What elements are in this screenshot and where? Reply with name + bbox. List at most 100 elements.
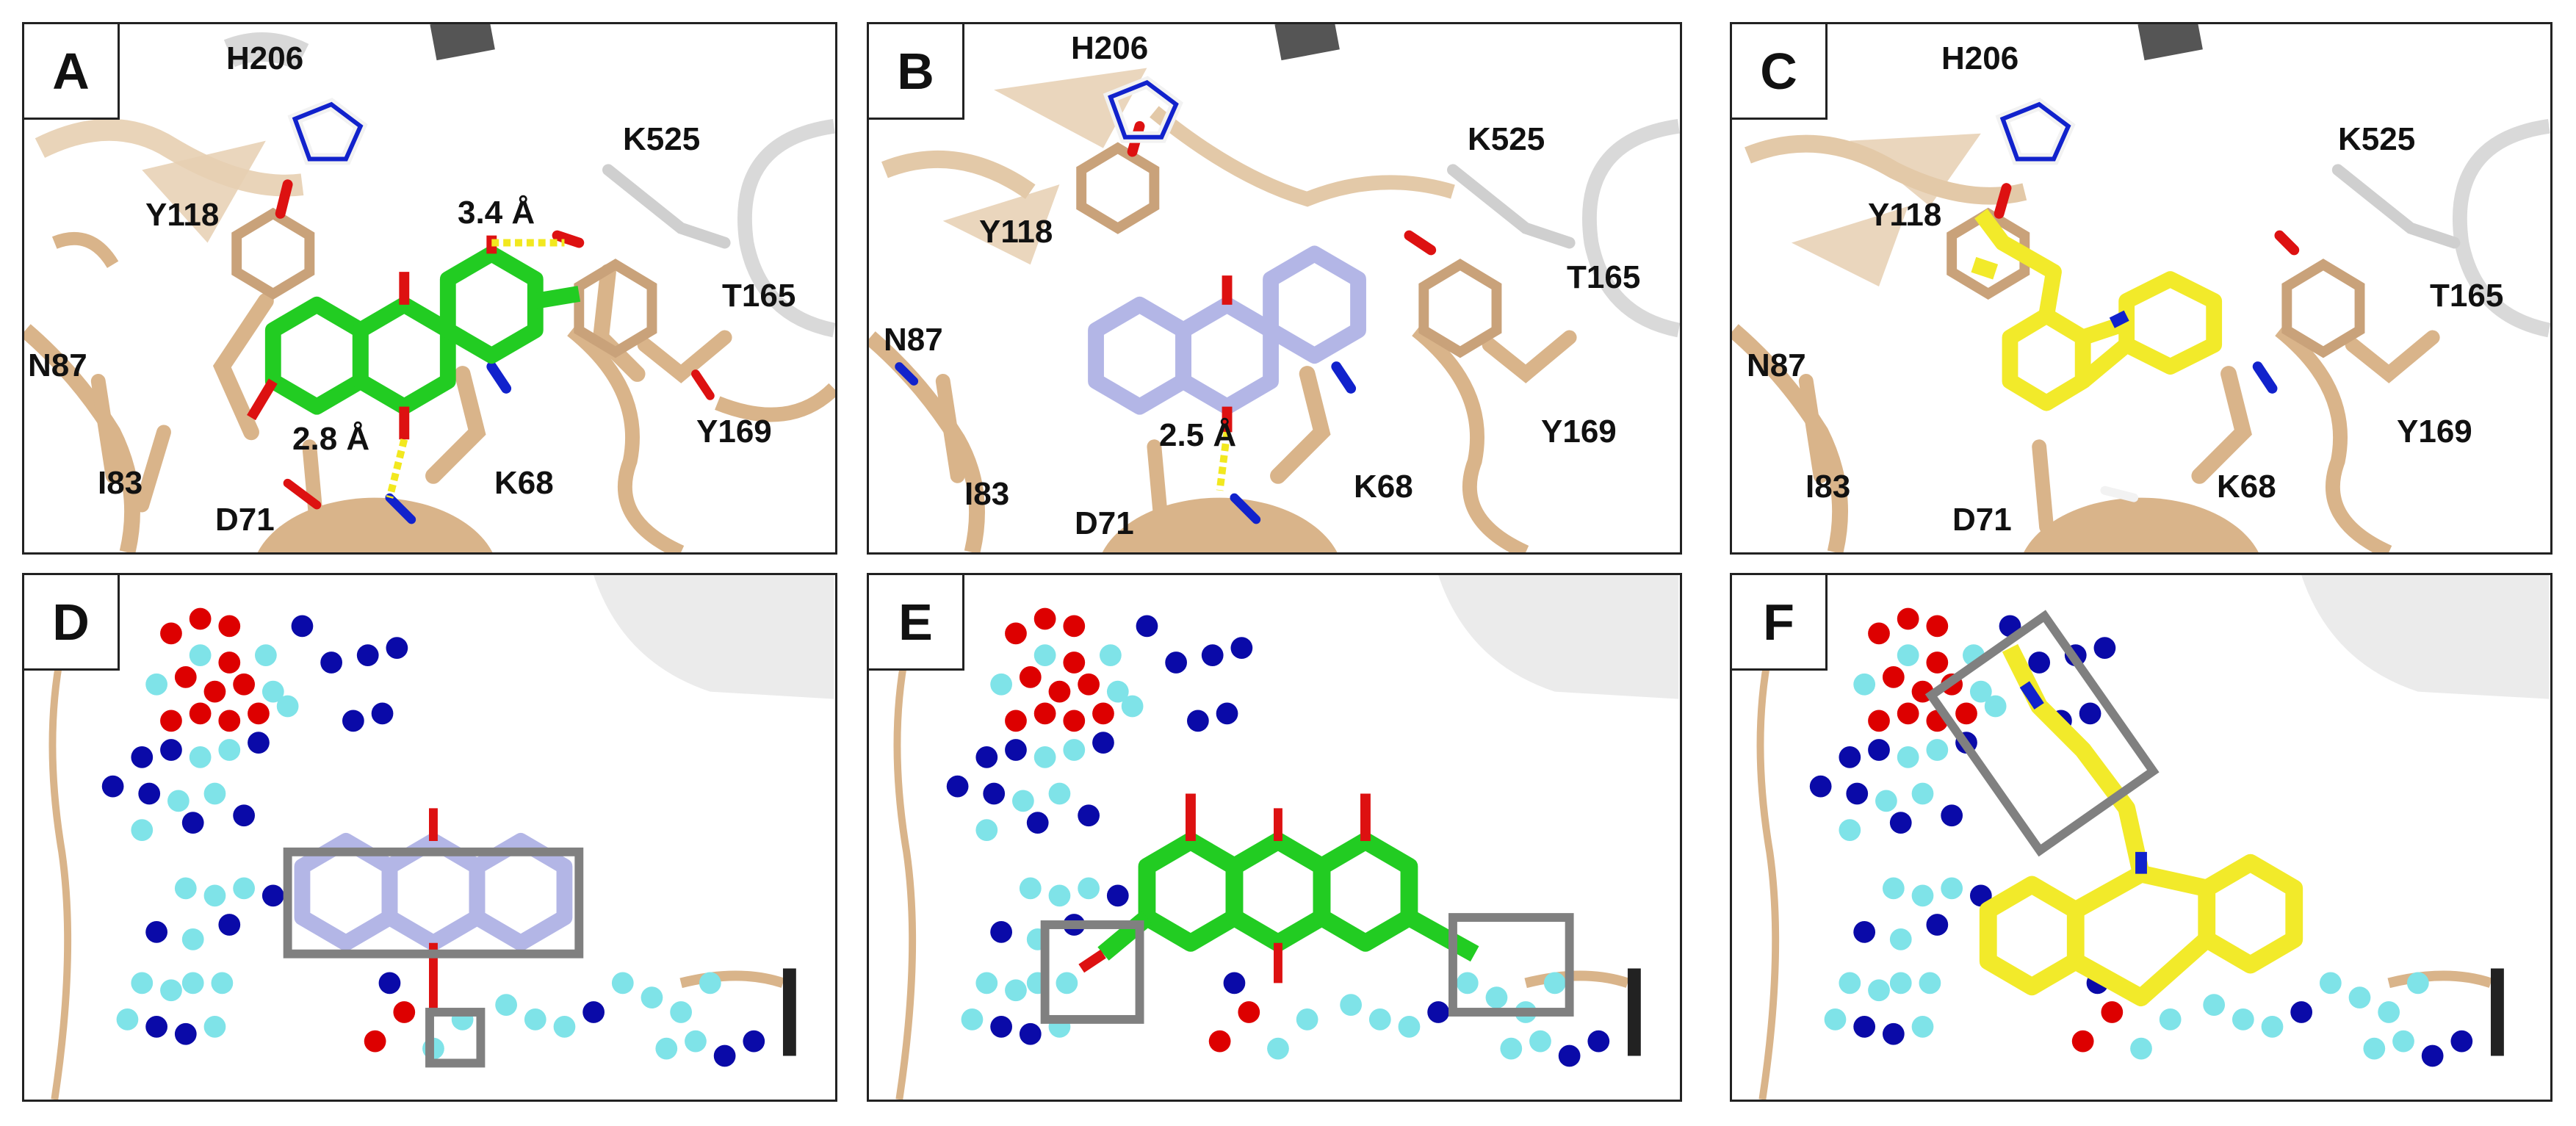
pharmacophore-sphere — [670, 1001, 692, 1023]
pharmacophore-sphere — [1005, 739, 1027, 761]
pharmacophore-sphere — [743, 1030, 765, 1053]
pharmacophore-sphere — [1063, 710, 1086, 732]
pharmacophore-sphere — [1875, 790, 1897, 812]
pharmacophore-sphere — [2130, 1037, 2152, 1060]
pharmacophore-points — [101, 607, 765, 1067]
pharmacophore-sphere — [1926, 739, 1949, 761]
pharmacophore-sphere — [248, 702, 270, 725]
pharmacophore-sphere — [1092, 732, 1114, 754]
pharmacophore-sphere — [1063, 615, 1086, 638]
residue-label-i83: I83 — [1805, 469, 1851, 505]
pharmacophore-sphere — [1078, 804, 1100, 827]
pharmacophore-sphere — [582, 1001, 605, 1023]
residue-label-k525: K525 — [2338, 121, 2416, 157]
pharmacophore-sphere — [1208, 1030, 1231, 1053]
panel-c: C H206 K525 Y118 T165 N87 Y — [1730, 22, 2552, 555]
pharmacophore-sphere — [990, 921, 1012, 943]
pharmacophore-sphere — [1048, 782, 1071, 805]
residue-label-i83: I83 — [98, 465, 143, 501]
pharmacophore-sphere — [1919, 972, 1941, 995]
pharmacophore-sphere — [1427, 1001, 1449, 1023]
pharmacophore-sphere — [1853, 921, 1876, 943]
pharmacophore-sphere — [2290, 1001, 2313, 1023]
pharmacophore-sphere — [255, 644, 277, 666]
pharmacophore-sphere — [1941, 877, 1963, 900]
pharmacophore-sphere — [1100, 644, 1122, 666]
pharmacophore-sphere — [203, 884, 226, 907]
pharmacophore-sphere — [1911, 1015, 1934, 1038]
pharmacophore-sphere — [1926, 615, 1949, 638]
pharmacophore-sphere — [1882, 665, 1905, 688]
pharmacophore-sphere — [611, 972, 634, 995]
panel-label-a: A — [24, 24, 120, 120]
pharmacophore-sphere — [2319, 972, 2342, 995]
pharmacophore-sphere — [1868, 739, 1890, 761]
residue-label-k68: K68 — [2217, 469, 2276, 505]
pharmacophore-sphere — [1868, 979, 1890, 1002]
pharmacophore-sphere — [1026, 812, 1049, 834]
pharmacophore-sphere — [713, 1044, 736, 1067]
pharmacophore-sphere — [1846, 782, 1869, 805]
pharmacophore-sphere — [2028, 652, 2051, 674]
pharmacophore-sphere — [261, 884, 284, 907]
pharmacophore-sphere — [189, 607, 212, 630]
pharmacophore-sphere — [233, 877, 255, 900]
pharmacophore-sphere — [203, 1015, 226, 1038]
pharmacophore-sphere — [990, 673, 1012, 696]
pharmacophore-sphere — [1500, 1037, 1523, 1060]
pharmacophore-sphere — [1926, 652, 1949, 674]
pharmacophore-sphere — [342, 710, 364, 732]
pharmacophore-sphere — [1019, 665, 1042, 688]
residue-label-y118: Y118 — [145, 197, 220, 233]
pharmacophore-sphere — [386, 637, 408, 660]
pharmacophore-sphere — [248, 732, 270, 754]
residue-label-y118: Y118 — [979, 214, 1053, 250]
pharmacophore-sphere — [1882, 1022, 1905, 1045]
pharmacophore-sphere — [495, 994, 517, 1016]
pharmacophore-sphere — [1033, 702, 1056, 725]
panel-c-structure — [1732, 24, 2550, 552]
pharmacophore-sphere — [2079, 702, 2101, 725]
pharmacophore-sphere — [1911, 884, 1934, 907]
pharmacophore-sphere — [1187, 710, 1209, 732]
pharmacophore-sphere — [2203, 994, 2226, 1016]
pharmacophore-sphere — [2348, 986, 2371, 1009]
panel-d-structure — [48, 575, 834, 1100]
pharmacophore-sphere — [160, 979, 182, 1002]
pharmacophore-sphere — [1889, 928, 1912, 950]
pharmacophore-sphere — [2450, 1030, 2473, 1053]
pharmacophore-sphere — [2363, 1037, 2386, 1060]
pharmacophore-sphere — [1216, 702, 1238, 725]
pharmacophore-sphere — [1984, 695, 2007, 718]
pharmacophore-sphere — [975, 972, 998, 995]
pharmacophore-sphere — [218, 739, 241, 761]
residue-label-y118: Y118 — [1868, 197, 1942, 233]
pharmacophore-sphere — [218, 710, 241, 732]
pharmacophore-sphere — [1853, 1015, 1876, 1038]
pharmacophore-sphere — [276, 695, 299, 718]
pharmacophore-sphere — [2101, 1001, 2124, 1023]
pharmacophore-sphere — [1238, 1001, 1260, 1023]
residue-label-y169: Y169 — [1541, 414, 1617, 450]
pharmacophore-sphere — [1558, 1044, 1581, 1067]
pharmacophore-points — [946, 607, 1610, 1067]
pharmacophore-sphere — [1926, 914, 1949, 936]
residue-label-d71: D71 — [1952, 502, 2012, 538]
distance-label-1: 2.5 Å — [1159, 417, 1237, 453]
distance-label-2: 2.8 Å — [292, 421, 370, 457]
pharmacophore-sphere — [2093, 637, 2116, 660]
residue-label-n87: N87 — [884, 322, 943, 358]
pharmacophore-sphere — [1955, 702, 1977, 725]
pharmacophore-sphere — [1868, 710, 1890, 732]
pharmacophore-sphere — [1897, 702, 1919, 725]
pharmacophore-sphere — [261, 680, 284, 703]
pharmacophore-sphere — [1809, 775, 1832, 798]
pharmacophore-sphere — [116, 1008, 139, 1031]
panel-label-d: D — [24, 575, 120, 671]
residue-label-y169: Y169 — [696, 414, 772, 450]
pharmacophore-sphere — [174, 877, 197, 900]
panel-label-b: B — [869, 24, 964, 120]
pharmacophore-sphere — [1398, 1015, 1421, 1038]
pharmacophore-sphere — [1201, 644, 1224, 666]
pharmacophore-sphere — [160, 710, 182, 732]
